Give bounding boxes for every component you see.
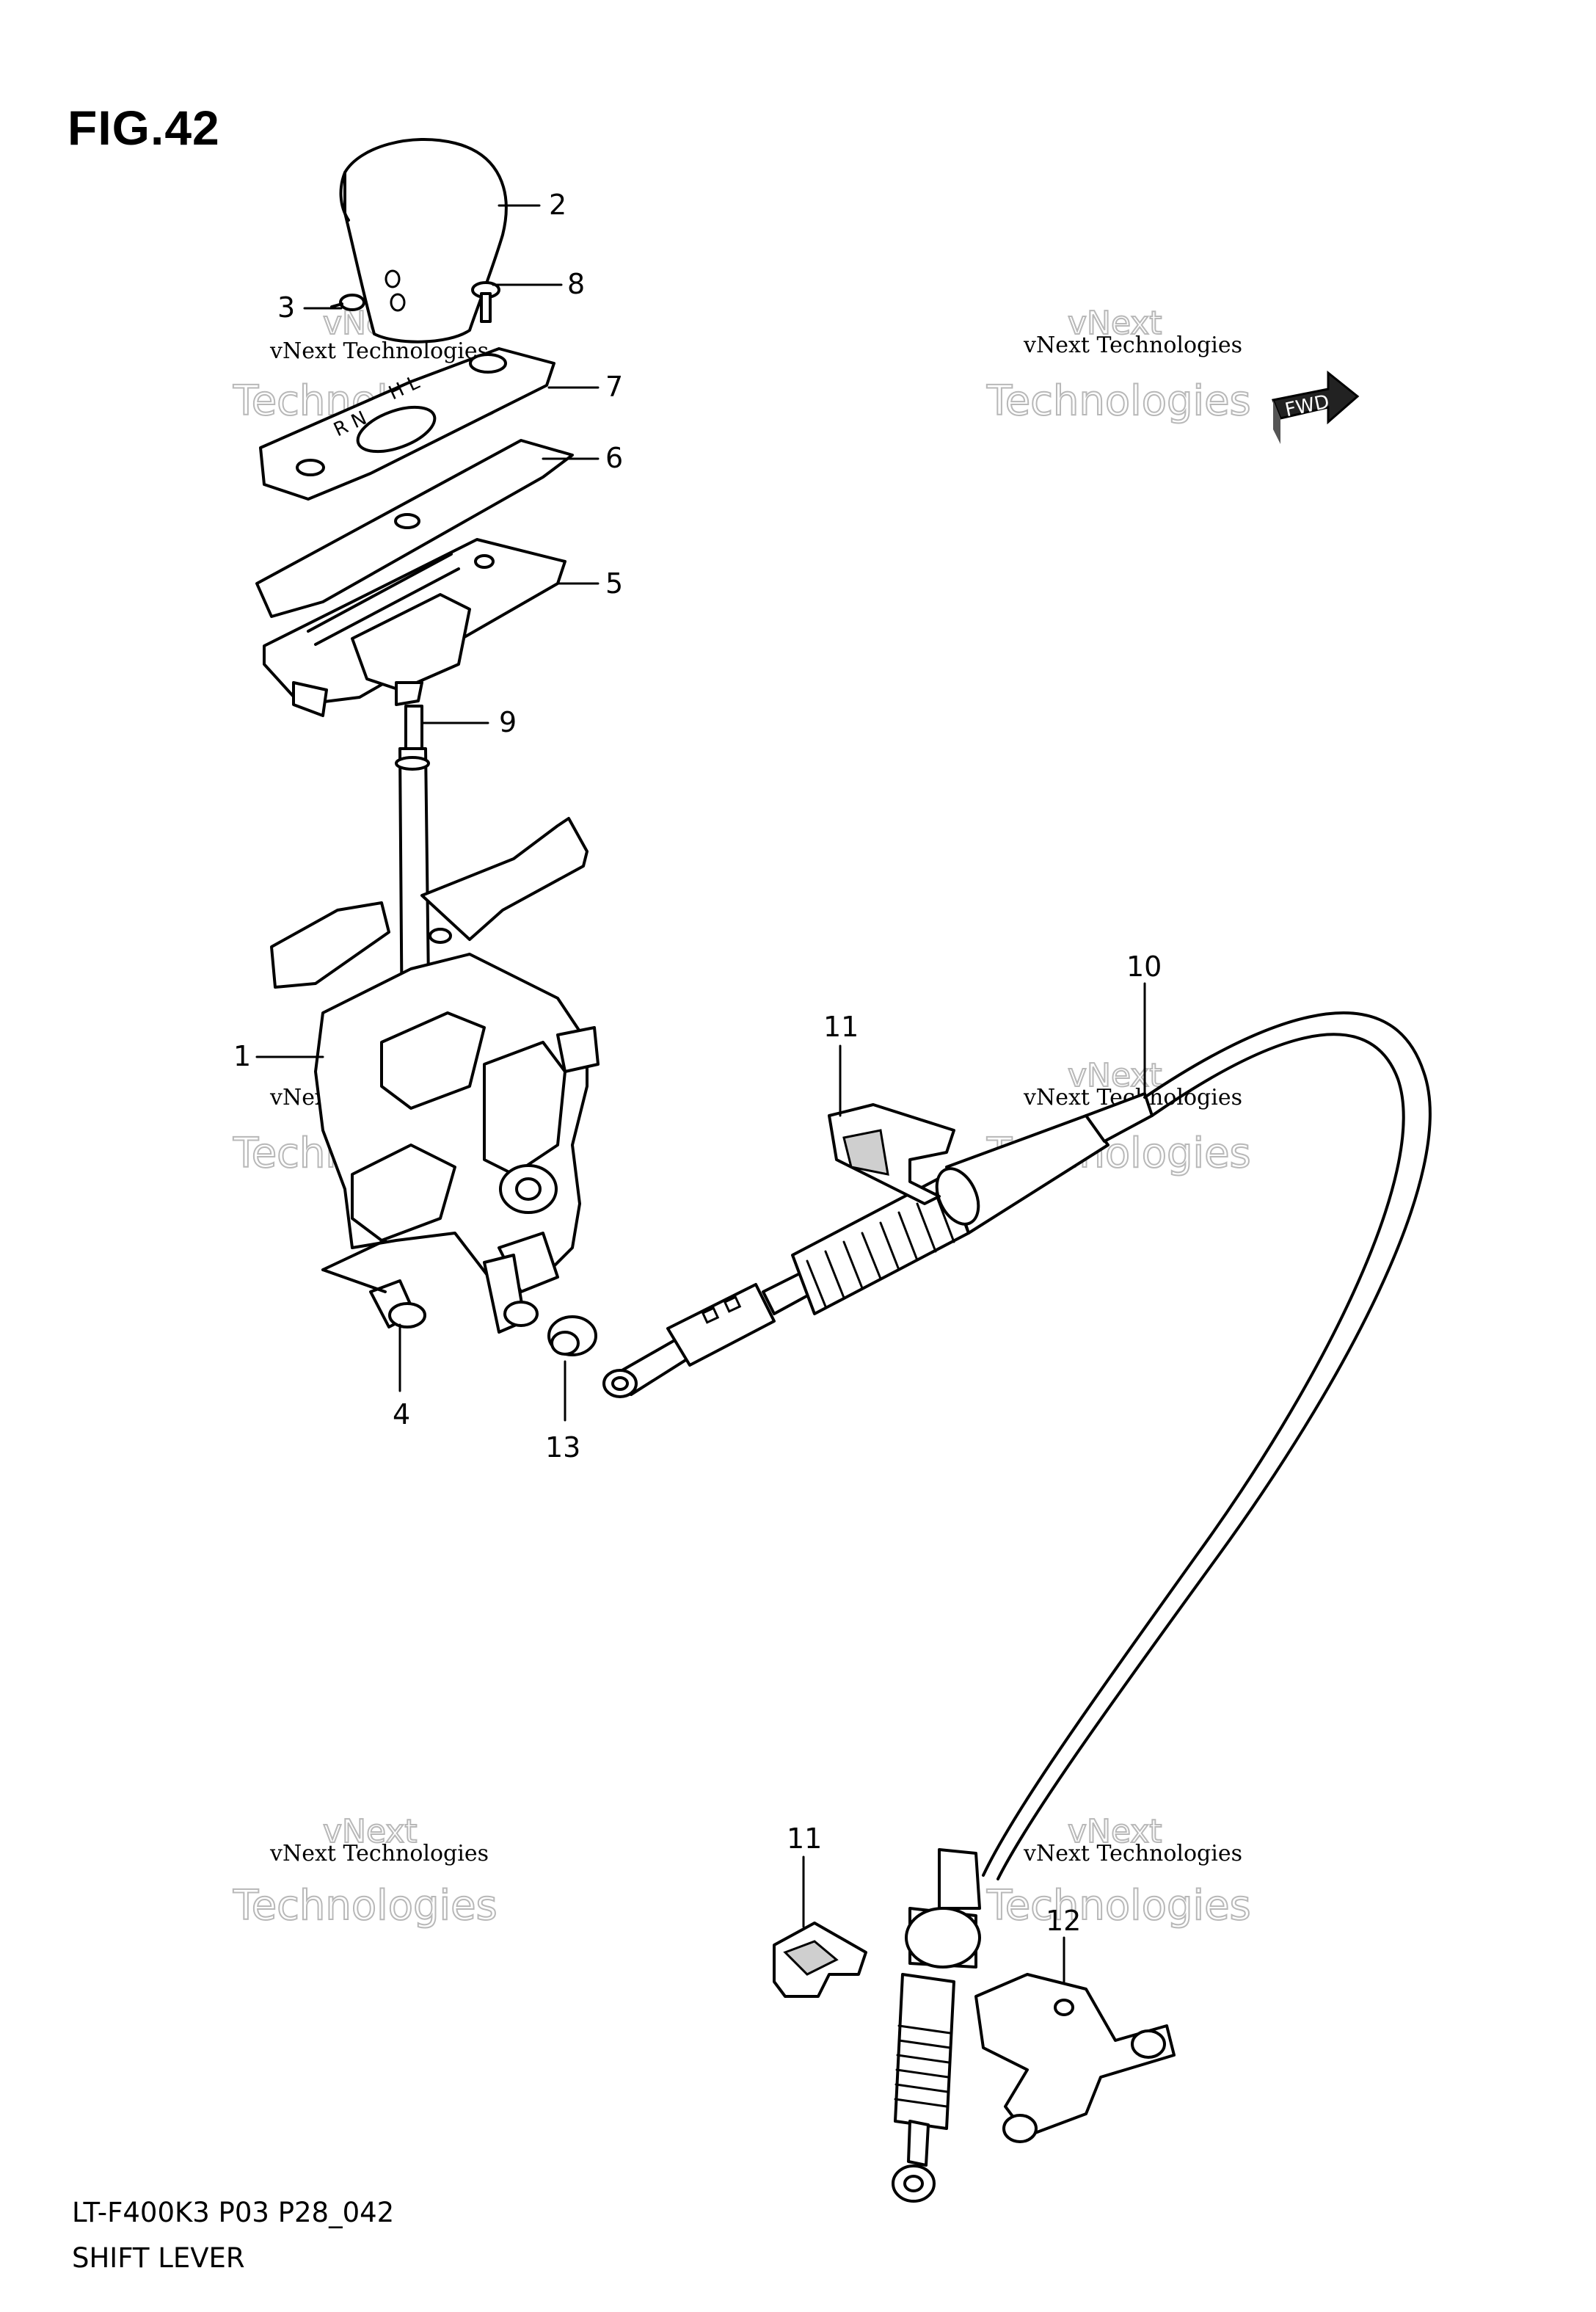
svg-text:Technologies: Technologies <box>986 377 1251 425</box>
model-code: LT-F400K3 P03 P28_042 <box>72 2197 395 2228</box>
part-6-gasket <box>255 439 574 618</box>
figure-title: FIG.42 <box>68 101 220 155</box>
part-11-cable-clip-upper <box>828 1103 955 1205</box>
svg-text:vNext Technologies: vNext Technologies <box>1023 332 1242 358</box>
part-5-guide-plate <box>263 538 566 717</box>
part-11-cable-clip-lower <box>773 1922 867 1998</box>
svg-text:vNext Technologies: vNext Technologies <box>269 1841 489 1866</box>
callout-11-lower: 11 <box>787 1822 822 1855</box>
lever-end-bracket <box>483 1254 539 1334</box>
part-8-screw <box>471 281 500 323</box>
part-3-screw <box>330 294 365 311</box>
watermark-2: vNext vNext Technologies Technologies <box>985 304 1252 426</box>
part-7-cover-plate: R N H L <box>259 347 555 501</box>
callout-11-upper: 11 <box>823 1011 859 1043</box>
callout-12: 12 <box>1046 1905 1081 1937</box>
svg-text:Technologies: Technologies <box>233 1882 498 1930</box>
figure-name: SHIFT LEVER <box>72 2242 245 2274</box>
watermark-5: vNext vNext Technologies Technologies <box>232 1812 498 1930</box>
svg-text:vNext: vNext <box>1068 305 1162 342</box>
svg-text:vNext: vNext <box>1068 1057 1162 1094</box>
part-1-shift-lever-assembly <box>270 817 600 1293</box>
svg-text:Technologies: Technologies <box>986 1882 1251 1930</box>
callout-9: 9 <box>499 706 517 738</box>
callout-4: 4 <box>393 1398 410 1431</box>
svg-text:vNext: vNext <box>323 1813 418 1850</box>
part-9-pin <box>404 705 423 752</box>
callout-1: 1 <box>233 1040 251 1072</box>
callout-10: 10 <box>1126 950 1162 983</box>
part-10-shift-cable <box>602 1011 1432 2203</box>
part-12-bracket <box>974 1973 1176 2143</box>
callout-5: 5 <box>605 567 623 600</box>
part-13-bushing <box>547 1315 597 1356</box>
fwd-arrow-icon: FWD <box>1271 370 1360 444</box>
callout-8: 8 <box>567 268 585 300</box>
callout-2: 2 <box>549 189 566 221</box>
callout-7: 7 <box>605 371 623 403</box>
svg-text:vNext: vNext <box>1068 1813 1162 1850</box>
svg-text:FWD: FWD <box>1283 390 1332 421</box>
callout-3: 3 <box>277 291 295 324</box>
svg-text:vNext Technologies: vNext Technologies <box>1023 1841 1242 1866</box>
callout-13: 13 <box>545 1431 580 1464</box>
leader-lines <box>255 204 1146 1983</box>
svg-text:vNext Technologies: vNext Technologies <box>269 338 489 364</box>
callout-6: 6 <box>605 442 623 474</box>
watermark-6: vNext vNext Technologies Technologies <box>985 1812 1252 1930</box>
callout-labels: 2 3 8 7 6 5 9 1 4 13 10 11 11 12 <box>233 189 1162 1937</box>
part-4-bolt <box>321 1239 426 1328</box>
